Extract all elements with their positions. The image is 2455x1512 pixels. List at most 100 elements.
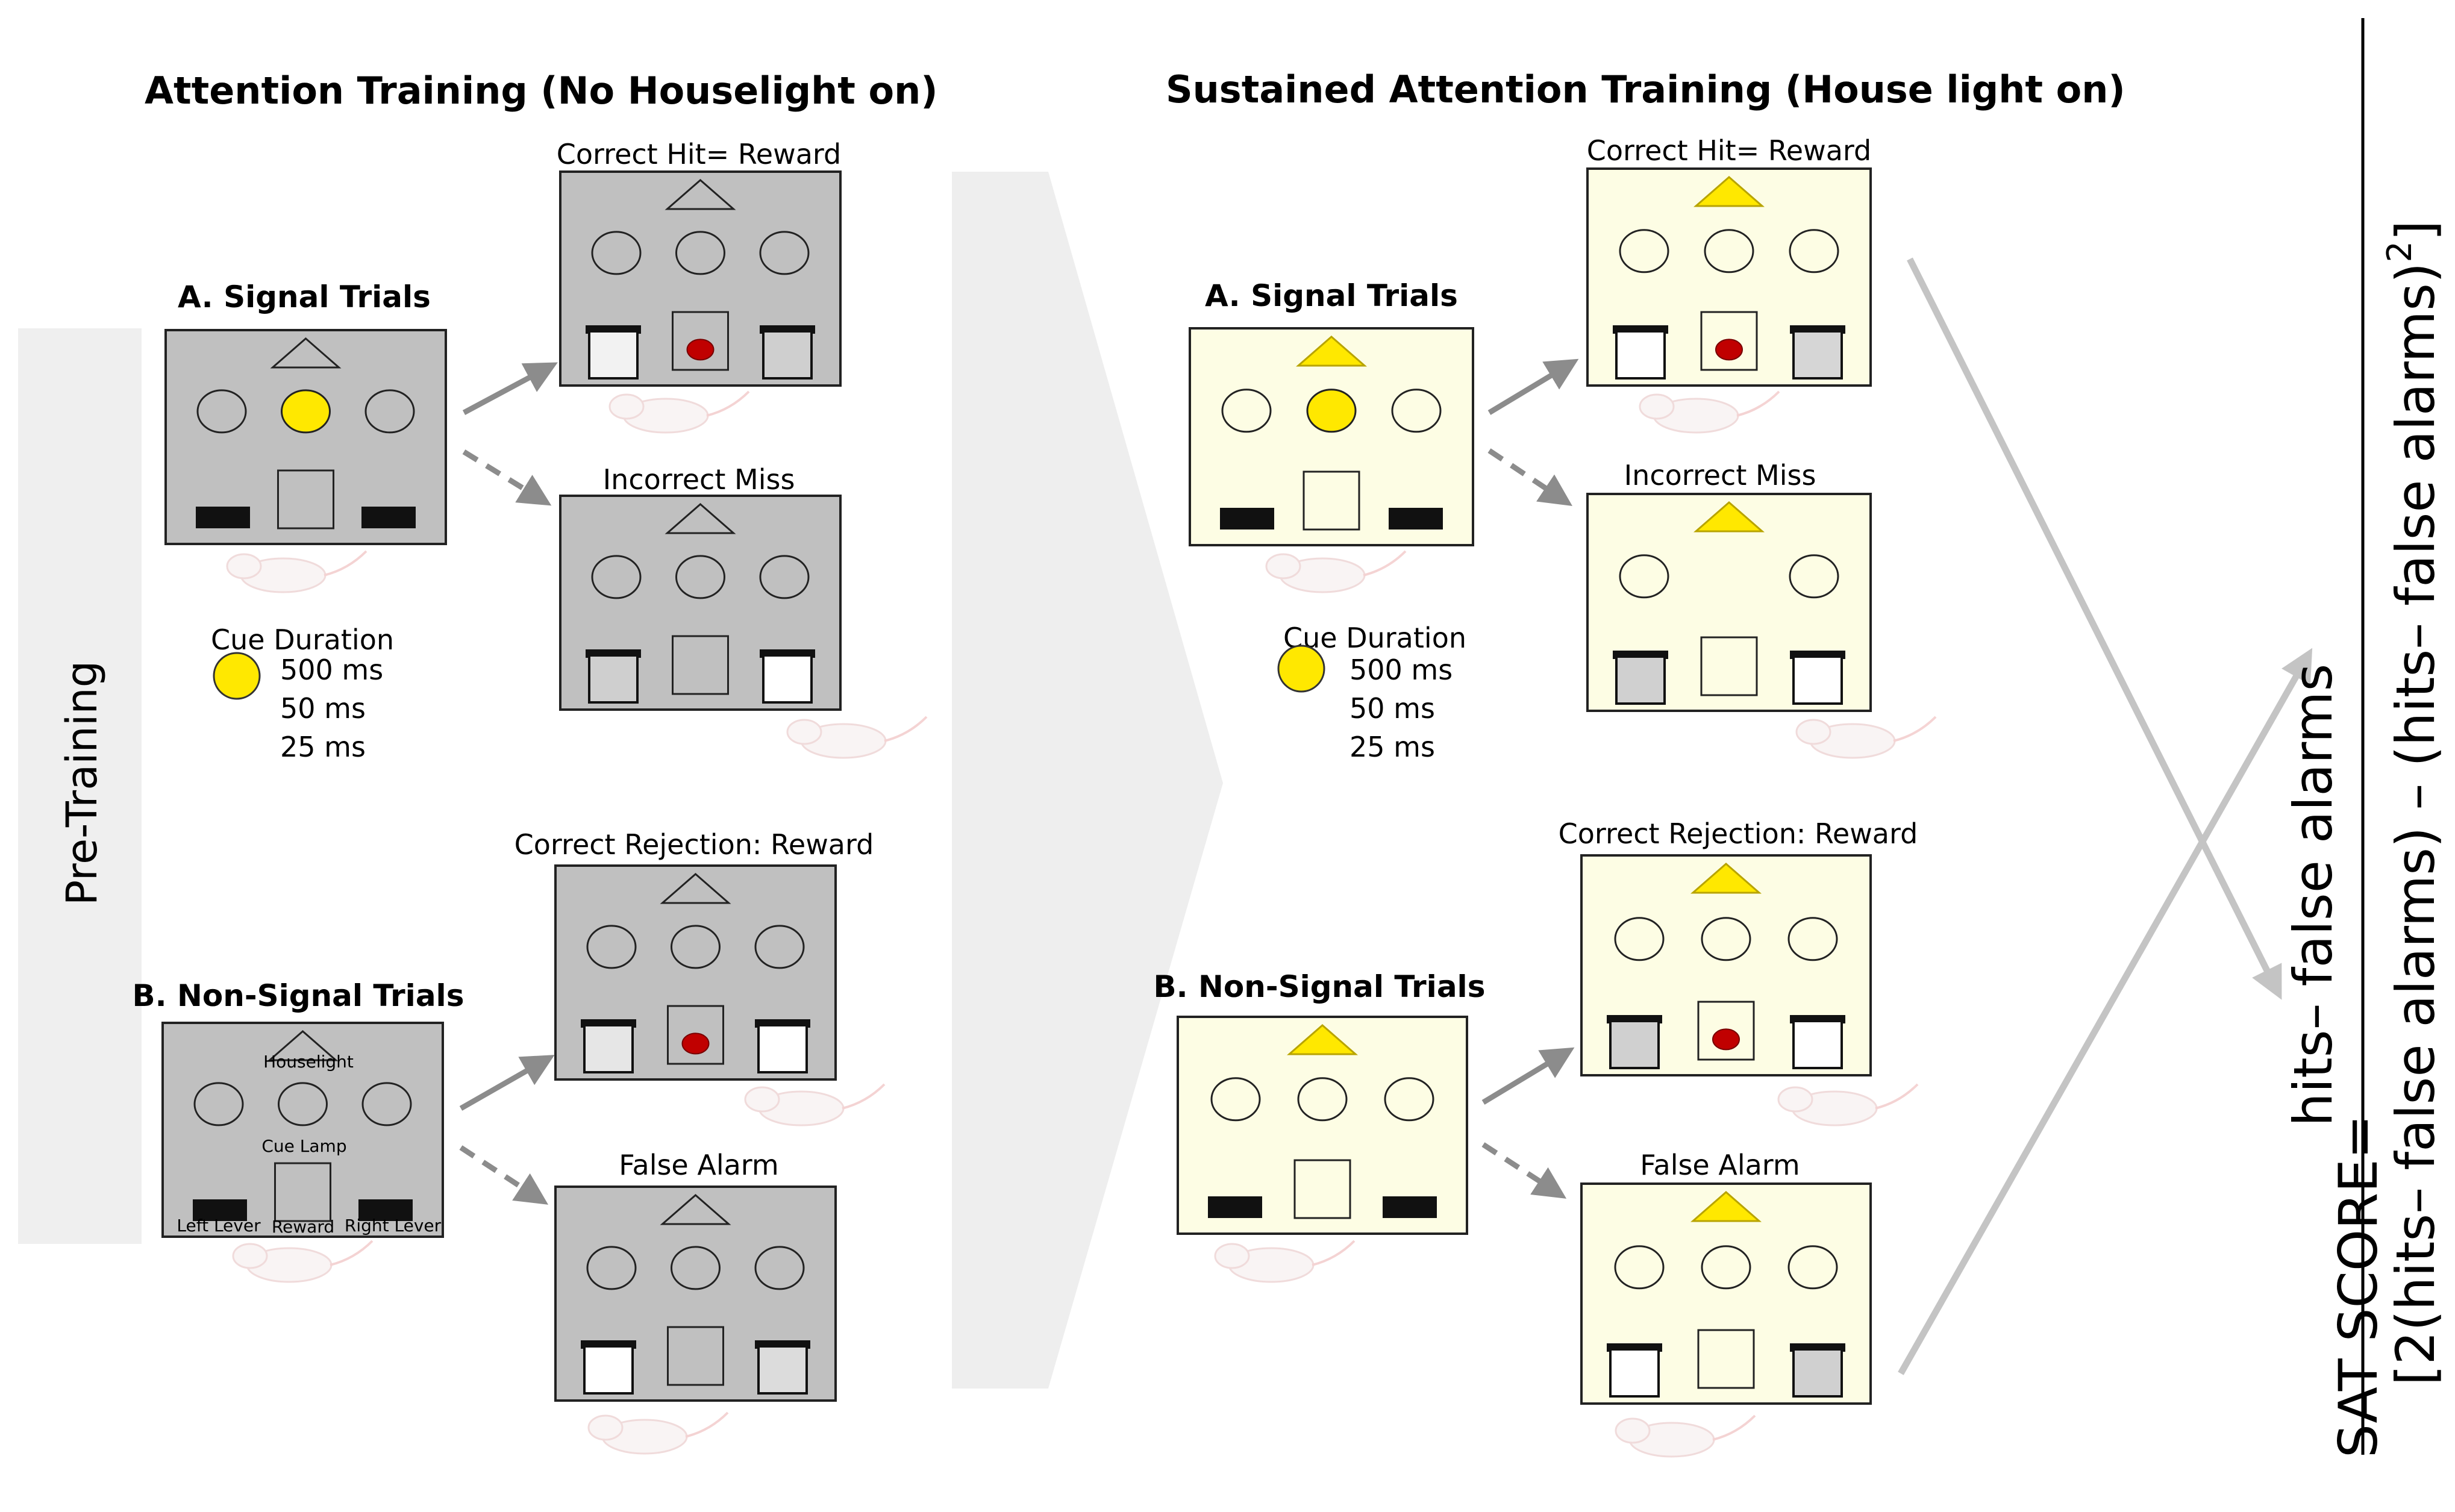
cue-duration-50-right: 50 ms [1349,692,1435,725]
arrow-signal-hit-right [1487,358,1579,415]
rat-tail-icon-2 [884,716,928,742]
chamber-hit-left-lamp-1-icon [675,231,725,275]
chamber-miss-left-lamp-2-icon [759,555,810,599]
rat-body-icon-5 [246,1247,333,1283]
chamber-hit-right-lamp-2-icon [1789,229,1839,273]
chamber-signal-right [1189,327,1474,546]
incorrect-miss-label-left: Incorrect Miss [603,463,795,496]
rat-head-icon-6 [1265,553,1301,579]
correct-hit-label-right: Correct Hit= Reward [1587,134,1871,167]
rat-head-icon-4 [587,1414,624,1441]
chamber-signal-left-left-lever [196,507,250,528]
chamber-hit-right-houselight-icon [1693,176,1765,207]
chamber-nonsignal-left-lamp-0-icon [193,1082,244,1126]
chamber-falsealarm-right [1580,1182,1872,1405]
right-section-title: Sustained Attention Training (House ligh… [1166,67,2125,111]
rat-icon-2 [786,716,928,759]
cue-duration-25-right: 25 ms [1349,731,1435,763]
chamber-miss-left-left-lever [588,654,639,704]
rat-head-icon-1 [608,393,645,420]
chamber-nonsignal-right-houselight-icon [1287,1024,1358,1055]
cue-duration-25-left: 25 ms [280,731,366,763]
chamber-signal-left [164,329,447,545]
chamber-nonsignal-left-left-lever [193,1199,247,1221]
chamber-miss-left [559,495,842,711]
chamber-nonsignal-left-receptacle [274,1162,331,1222]
correct-rejection-label-right: Correct Rejection: Reward [1559,817,1918,850]
chamber-hit-left-left-lever [588,330,639,380]
chamber-nonsignal-right-left-lever [1208,1196,1262,1218]
correct-rejection-label-left: Correct Rejection: Reward [514,828,874,861]
chamber-miss-right-houselight-icon [1693,501,1765,533]
left-section-title: Attention Training (No Houselight on) [145,69,938,113]
chamber-hit-left-pellet-icon [686,339,715,361]
chamber-rejection-right [1580,854,1872,1076]
rat-tail-icon-5 [330,1240,374,1266]
arrow-to-denominator [1898,648,2313,1375]
rat-icon-9 [1777,1083,1919,1126]
chamber-falsealarm-right-houselight-icon [1690,1191,1762,1222]
rat-body-icon-4 [601,1419,688,1455]
chamber-signal-left-right-lever [361,507,416,528]
chamber-falsealarm-left-receptacle [667,1326,724,1386]
chamber-nonsignal-right-receptacle [1293,1159,1351,1219]
formula-denominator-end: ] [2385,220,2447,241]
chamber-rejection-left-left-lever [583,1024,634,1073]
right-lever-label: Right Lever [345,1216,442,1236]
chamber-rejection-left-pellet-icon [681,1032,710,1055]
chamber-falsealarm-left-left-lever [583,1345,634,1395]
chamber-hit-left-lamp-2-icon [759,231,810,275]
chamber-miss-right [1586,493,1872,712]
rat-body-icon-9 [1791,1090,1878,1126]
formula-denominator: [2(hits– false alarms) – (hits– false al… [2380,220,2447,1385]
cue-duration-50-left: 50 ms [280,692,366,725]
rat-tail-icon-7 [1736,390,1780,417]
rat-icon-10 [1615,1414,1756,1458]
chamber-miss-left-lamp-1-icon [675,555,725,599]
cue-duration-500-left: 500 ms [280,654,383,686]
chamber-nonsignal-left [161,1022,444,1238]
incorrect-miss-label-right: Incorrect Miss [1624,459,1816,492]
chamber-miss-left-receptacle [672,635,729,695]
divider-chevron [952,172,1223,1389]
chamber-falsealarm-right-lamp-1-icon [1701,1245,1751,1290]
rat-body-icon-7 [1653,398,1739,434]
chamber-nonsignal-left-houselight-icon [267,1030,339,1061]
chamber-signal-right-lamp-2-icon [1391,389,1442,433]
rat-icon-7 [1639,390,1780,434]
rat-head-icon-11 [1214,1243,1250,1269]
chamber-miss-right-right-lever [1792,655,1843,705]
chamber-signal-right-left-lever [1220,508,1274,530]
left-lever-label: Left Lever [177,1216,261,1236]
rat-tail-icon-10 [1712,1414,1756,1441]
rat-head-icon-3 [744,1086,780,1113]
chamber-rejection-right-lamp-2-icon [1787,917,1838,961]
rat-body-icon-6 [1279,557,1366,593]
formula-denominator-main: [2(hits– false alarms) – (hits– false al… [2385,263,2447,1385]
chamber-hit-left-houselight-icon [665,179,736,210]
rat-icon-8 [1795,716,1937,759]
chamber-miss-left-right-lever [762,654,813,704]
chamber-miss-left-lamp-0-icon [591,555,642,599]
chambers-layer [161,167,1937,1458]
chamber-hit-left [559,170,842,387]
chamber-falsealarm-right-left-lever [1609,1348,1660,1398]
rat-head-icon-5 [232,1243,268,1269]
sat-score-prefix: SAT SCORE= [2327,1114,2389,1458]
chamber-rejection-right-lamp-0-icon [1614,917,1665,961]
chamber-signal-left-lamp-0-icon [196,389,247,434]
cue-duration-label-left: Cue Duration [211,623,394,656]
arrow-nonsignal-falsealarm-right [1481,1142,1567,1199]
arrow-signal-miss-right [1487,448,1572,506]
formula-numerator: hits– false alarms [2282,664,2344,1126]
chamber-signal-left-lamp-2-icon [364,389,415,434]
chamber-nonsignal-right-lamp-1-icon [1297,1077,1348,1122]
rat-head-icon-8 [1795,719,1831,745]
chamber-nonsignal-left-lamp-2-icon [361,1082,412,1126]
chamber-falsealarm-left-houselight-icon [660,1194,731,1225]
chamber-signal-right-houselight-icon [1296,336,1367,367]
rat-tail-icon-1 [706,390,750,417]
rat-tail-icon-3 [842,1083,886,1110]
cue-duration-500-right: 500 ms [1349,654,1453,686]
chamber-signal-left-lamp-1-icon [281,389,331,434]
